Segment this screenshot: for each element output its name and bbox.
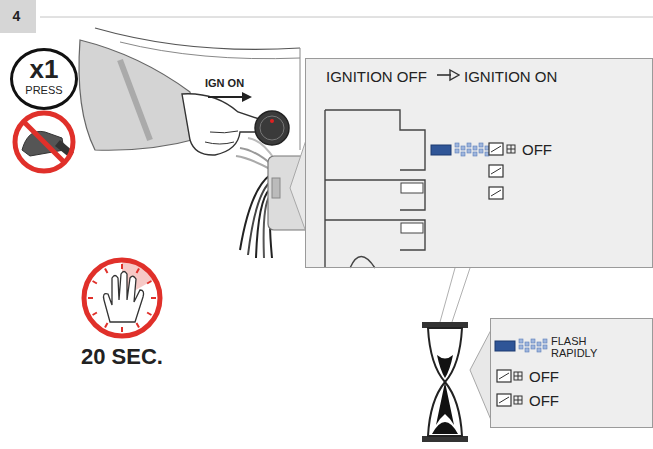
arrow-holder (436, 64, 460, 84)
ignition-arrow (436, 64, 460, 84)
ignition-off: IGNITION OFF (326, 68, 427, 85)
ignition-on-panel: IGNITION OFF IGNITION ON OFF (305, 58, 653, 268)
press-word: PRESS (13, 84, 75, 97)
step-number: 4 (0, 8, 33, 24)
press-count-circle: x1PRESS (10, 48, 78, 110)
duration-label: 20 SEC. (62, 344, 182, 369)
led-state: FLASH RAPIDLY (551, 335, 621, 359)
ign-on-label: IGN ON (205, 77, 244, 90)
press-count: x1 (13, 56, 75, 82)
ignition-on: IGNITION ON (464, 68, 557, 85)
led-state: OFF (522, 141, 552, 158)
led-state: OFF (529, 392, 559, 409)
step-number-box: 4 (0, 0, 36, 33)
flash-result-panel: FLASH RAPIDLY OFF OFF (490, 318, 653, 428)
led-state: OFF (529, 368, 559, 385)
